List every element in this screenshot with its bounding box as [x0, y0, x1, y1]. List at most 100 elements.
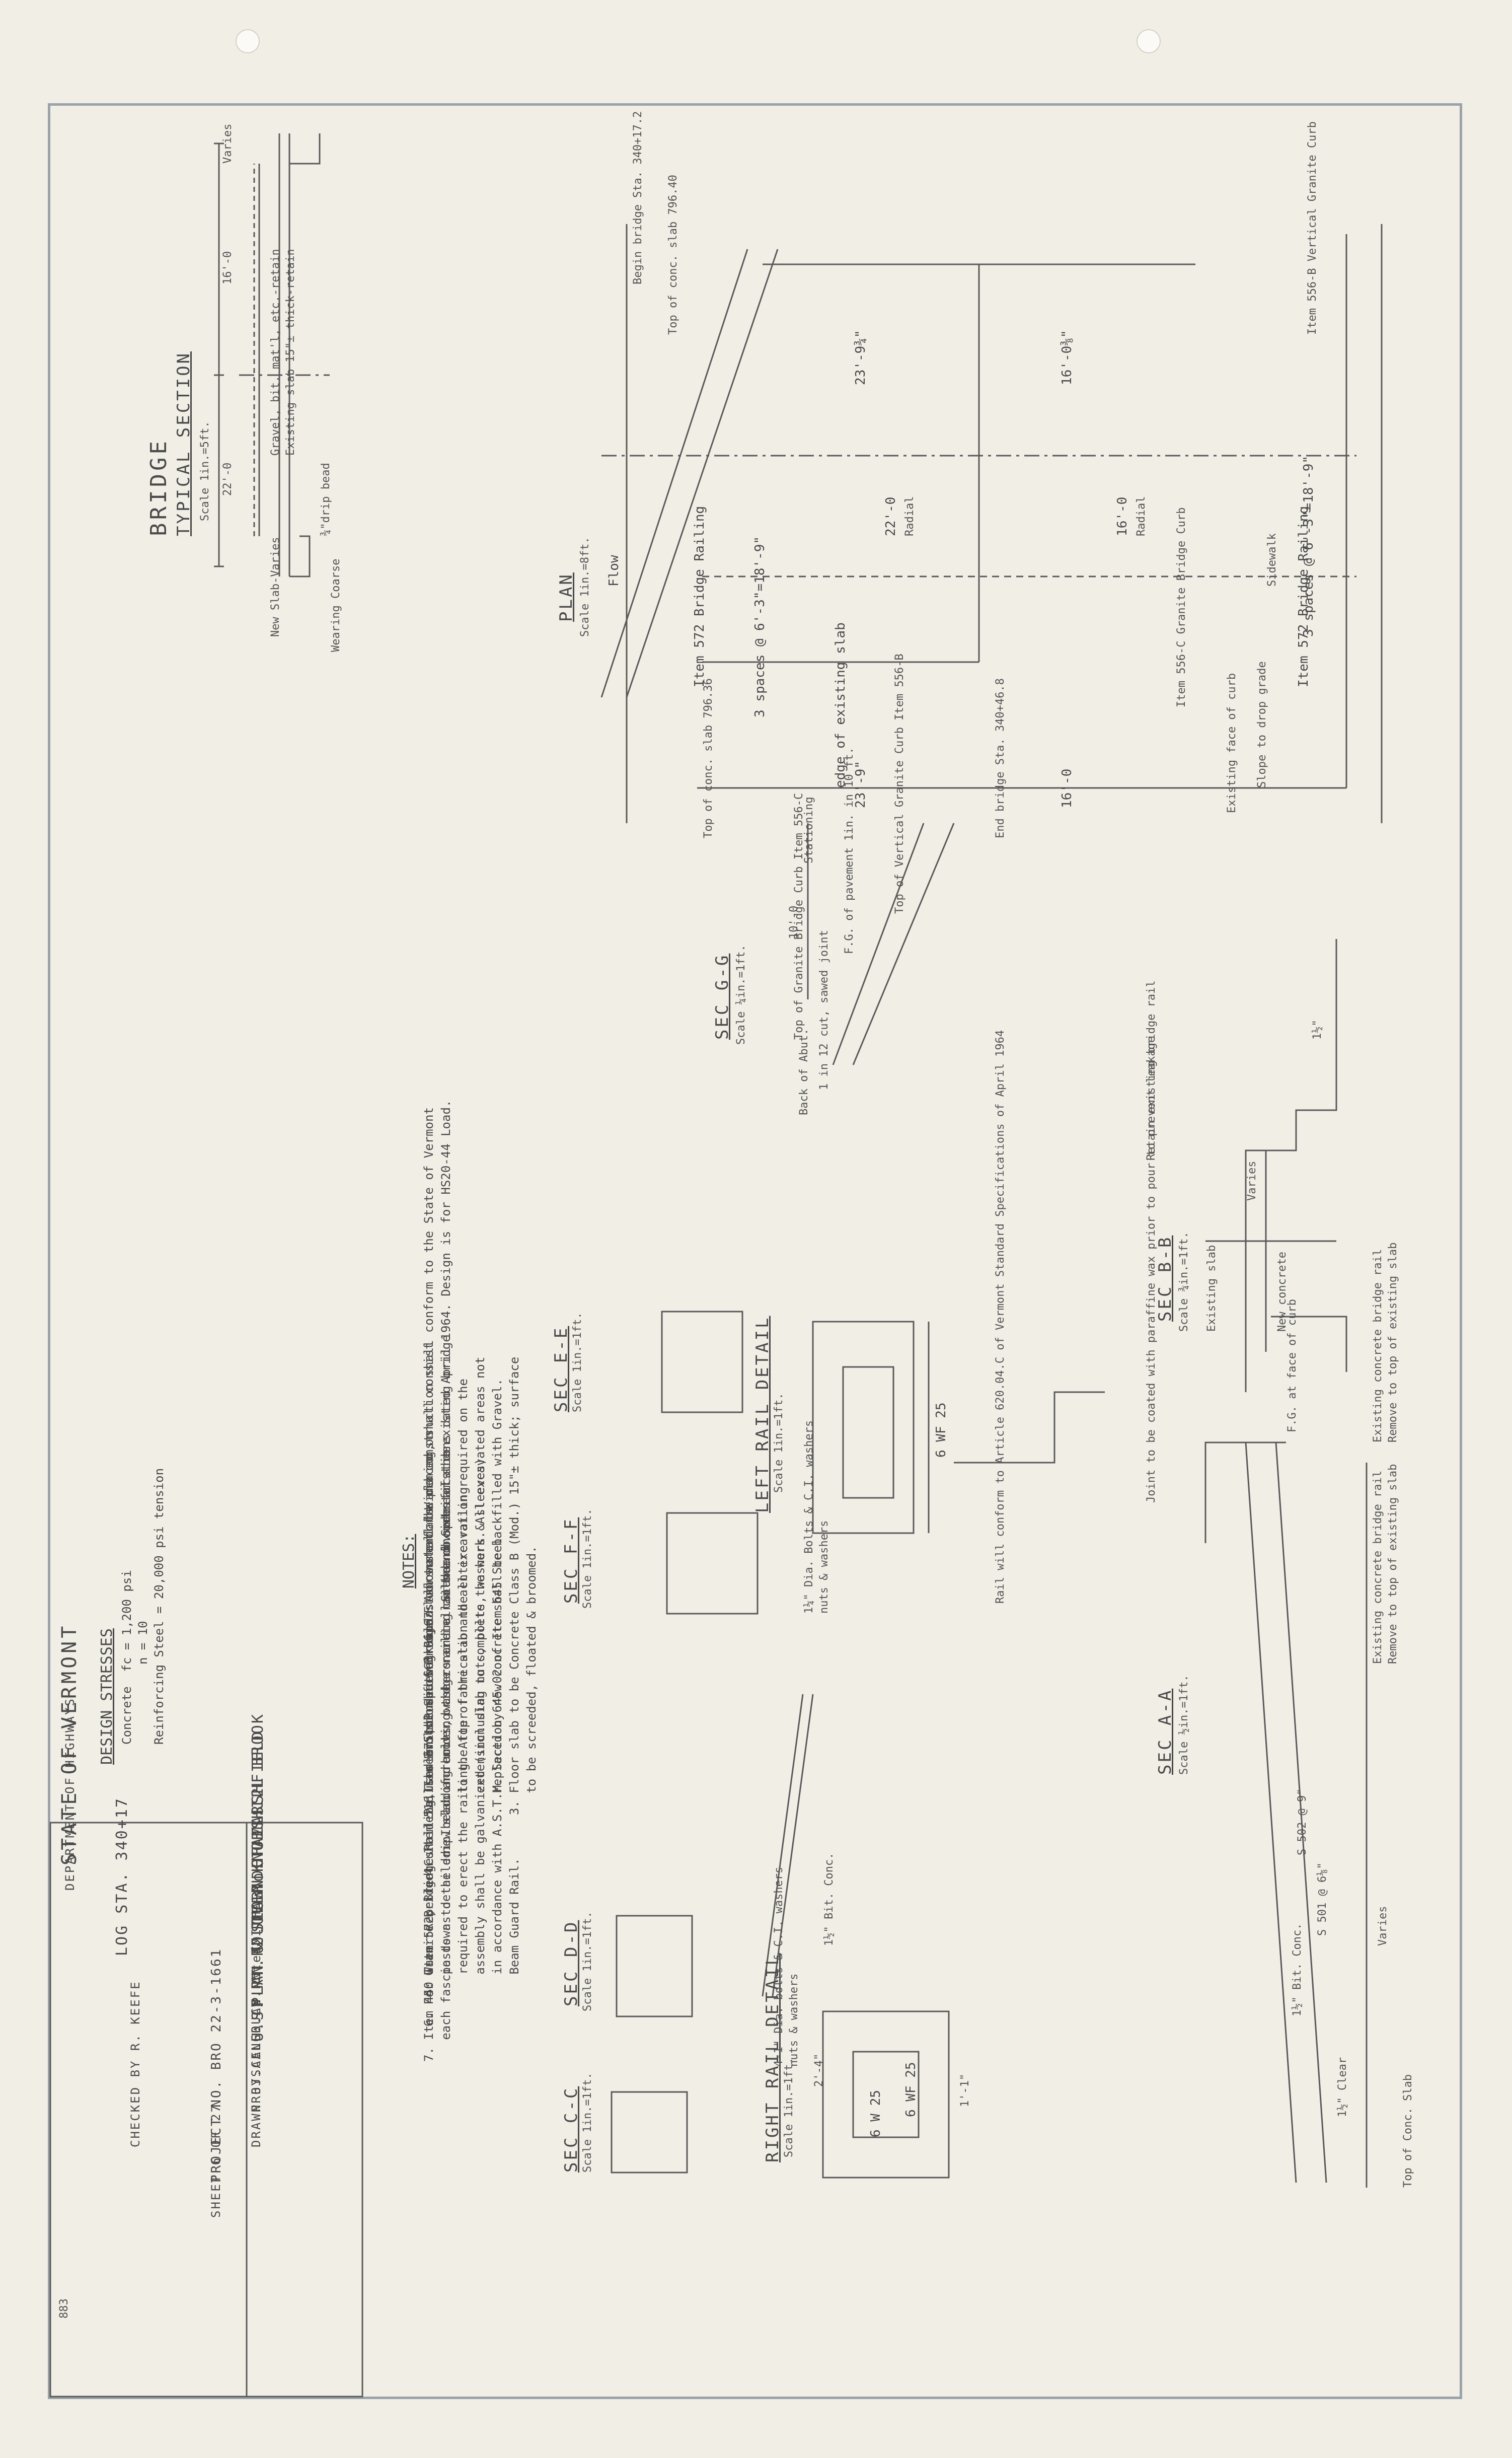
right-rail-label: 6 WF 25	[903, 2062, 919, 2117]
plan-label: 16'-0	[1060, 768, 1075, 808]
sec-aa-title: SEC A-A	[1155, 1688, 1175, 1775]
sec-bb-label: Remove to top of existing slab	[1387, 1242, 1399, 1442]
typical-section-subtitle: TYPICAL SECTION	[174, 351, 194, 536]
typical-section-label: Existing slab 15"± thick-retain	[284, 249, 297, 456]
plan-label: Item 572 Bridge Railing	[692, 505, 707, 687]
typical-section-label: Varies	[221, 123, 234, 164]
sec-bb-label: Varies	[1246, 1161, 1258, 1201]
sheet-border	[48, 103, 1462, 2399]
plan-label: Begin bridge Sta. 340+17.2	[632, 111, 644, 284]
plan-label: Item 556-B Vertical Granite Curb	[1306, 121, 1319, 335]
sec-aa-label: S 502 @ 9"	[1296, 1788, 1309, 1855]
sec-gg-label: 1 in 12 cut, sawed joint	[818, 930, 830, 1090]
sec-ff-scale: Scale 1in.=1ft.	[581, 1508, 594, 1609]
right-rail-scale: Scale 1in.=1ft.	[783, 2057, 795, 2157]
design-stresses-title: DESIGN STRESSES	[98, 1628, 116, 1765]
plan-label: Sidewalk	[1266, 533, 1278, 587]
sec-ee-drawing	[661, 1311, 743, 1413]
sec-gg-scale: Scale ¼in.=1ft.	[735, 945, 747, 1045]
sec-cc-title: SEC C-C	[561, 2086, 581, 2173]
sec-cc-drawing	[611, 2091, 688, 2174]
plan-label: Top of conc. slab 796.40	[667, 175, 679, 335]
sec-gg-drawing	[807, 823, 955, 1065]
sec-bb-label: Existing concrete bridge rail	[1372, 1249, 1384, 1442]
sec-gg-label: Top of Vertical Granite Curb Item 556-B	[893, 654, 906, 914]
title-block-frame	[49, 1822, 363, 2398]
left-rail-label: Rail will conform to Article 620.04.C of…	[994, 1030, 1007, 1604]
plan-label: Slope to drop grade	[1256, 661, 1268, 788]
plan-label: Existing face of curb	[1226, 673, 1238, 813]
sec-aa-label: Remove to top of existing slab	[1387, 1464, 1399, 1664]
sec-bb-label: F.G. at face of curb	[1286, 1299, 1299, 1432]
left-rail-scale: Scale 1in.=1ft.	[773, 1393, 785, 1493]
typical-section-label: ¾"drip bead	[320, 463, 332, 536]
left-rail-title: LEFT RAIL DETAIL	[752, 1316, 773, 1513]
left-rail-detail-drawing	[812, 1321, 1105, 1534]
right-rail-label: 1'-1"	[959, 2073, 971, 2107]
plan-label: Top of conc. slab 796.36	[702, 678, 715, 838]
title-block-log: LOG STA. 340+17	[113, 1797, 131, 1956]
stamp-number: 883	[58, 2298, 70, 2319]
sec-aa-scale: Scale ½in.=1ft.	[1178, 1675, 1190, 1775]
typical-section-label: Gravel, bit. mat'l, etc.-retain	[269, 249, 282, 456]
sec-bb-label: Existing slab	[1205, 1245, 1218, 1332]
right-rail-label: 1½" Bit. Conc.	[823, 1852, 836, 1946]
right-rail-label: 4-1" Dia. bolts & C.I. washers	[773, 1866, 785, 2067]
sec-bb-label: 1½"	[1311, 1020, 1324, 1040]
typical-section-label: Wearing Coarse	[330, 558, 342, 652]
sec-bb-scale: Scale ¾in.=1ft.	[1178, 1232, 1190, 1332]
left-rail-label: 1¼" Dia. Bolts & C.I. washers	[803, 1420, 815, 1614]
left-rail-label: 6 WF 25	[934, 1402, 949, 1458]
sec-aa-label: Top of Conc. Slab	[1402, 2074, 1414, 2188]
sec-cc-scale: Scale 1in.=1ft.	[581, 2072, 594, 2173]
right-rail-detail-drawing	[762, 1694, 950, 2179]
right-rail-label: nuts & washers	[788, 1973, 800, 2067]
sec-ff-title: SEC F-F	[561, 1517, 581, 1604]
plan-label: 16'-0	[1115, 496, 1130, 536]
sec-aa-label: 1½" Bit. Conc.	[1291, 1923, 1304, 2016]
plan-flow: Flow	[607, 555, 622, 587]
sec-ff-drawing	[666, 1512, 759, 1615]
title-block-drawn: DRAWN BY A. COUCH	[249, 1998, 263, 2147]
plan-label: 23'-9¾"	[853, 330, 868, 385]
sec-aa-label: S 501 @ 6⅛"	[1316, 1862, 1329, 1936]
rotated-drawing: BRIDGE TYPICAL SECTION Scale 1in.=5ft. G…	[48, 103, 1462, 2399]
sec-dd-drawing	[616, 1915, 693, 2017]
plan-label: End bridge Sta. 340+46.8	[994, 678, 1007, 838]
punch-hole	[1137, 29, 1161, 53]
sec-dd-title: SEC D-D	[561, 1920, 581, 2006]
sec-aa-drawing	[1204, 1441, 1368, 2188]
sec-bb-drawing	[1205, 939, 1347, 1392]
sec-ee-title: SEC E-E	[551, 1326, 571, 1412]
sec-gg-title: SEC G-G	[712, 953, 732, 1040]
sec-aa-label: Existing concrete bridge rail	[1372, 1470, 1384, 1664]
sec-ee-scale: Scale 1in.=1ft.	[571, 1312, 584, 1412]
title-block-department: DEPARTMENT OF HIGHWAYS	[63, 1697, 77, 1891]
plan-label: Item 556-C Granite Bridge Curb	[1175, 507, 1188, 707]
left-rail-label: nuts & washers	[818, 1520, 830, 1614]
plan-label: 16'-0⅜"	[1060, 330, 1075, 385]
title-block-checked: CHECKED BY R. KEEFE	[128, 1980, 142, 2147]
sec-gg-label: Back of Abut.	[798, 1028, 810, 1115]
design-stresses-line: n = 10	[136, 1621, 150, 1745]
plan-label: Radial	[903, 496, 916, 536]
plan-label: Radial	[1135, 496, 1148, 536]
plan-scale: Scale 1in.=8ft.	[579, 537, 591, 637]
sec-aa-label: Joint to be coated with paraffine wax pr…	[1145, 1036, 1158, 1503]
sec-bb-title: SEC B-B	[1155, 1235, 1175, 1322]
plan-label: 22'-0	[883, 496, 898, 536]
plan-label: 3 spaces @ 6'-3"=18'-9"	[1301, 455, 1316, 637]
note-item: 7. Item 440 Water Repellent shall be use…	[422, 1618, 453, 2062]
right-rail-label: 6 W 25	[868, 2090, 883, 2137]
punch-hole	[236, 29, 260, 53]
sec-gg-label: Top of Granite Bridge Curb Item 556-C	[793, 792, 805, 1040]
typical-section-title: BRIDGE	[146, 438, 172, 536]
right-rail-label: 2'-4"	[813, 2053, 825, 2087]
plan-drawing	[600, 224, 1383, 823]
typical-section-label: New Slab-Varies	[269, 537, 282, 637]
linework	[49, 133, 1383, 2398]
typical-section-label: 22'-0	[221, 462, 234, 496]
design-stresses-line: Reinforcing Steel = 20,000 psi tension	[152, 1468, 166, 1745]
sec-gg-label: F.G. of pavement 1in. in 10 ft.	[843, 747, 856, 954]
